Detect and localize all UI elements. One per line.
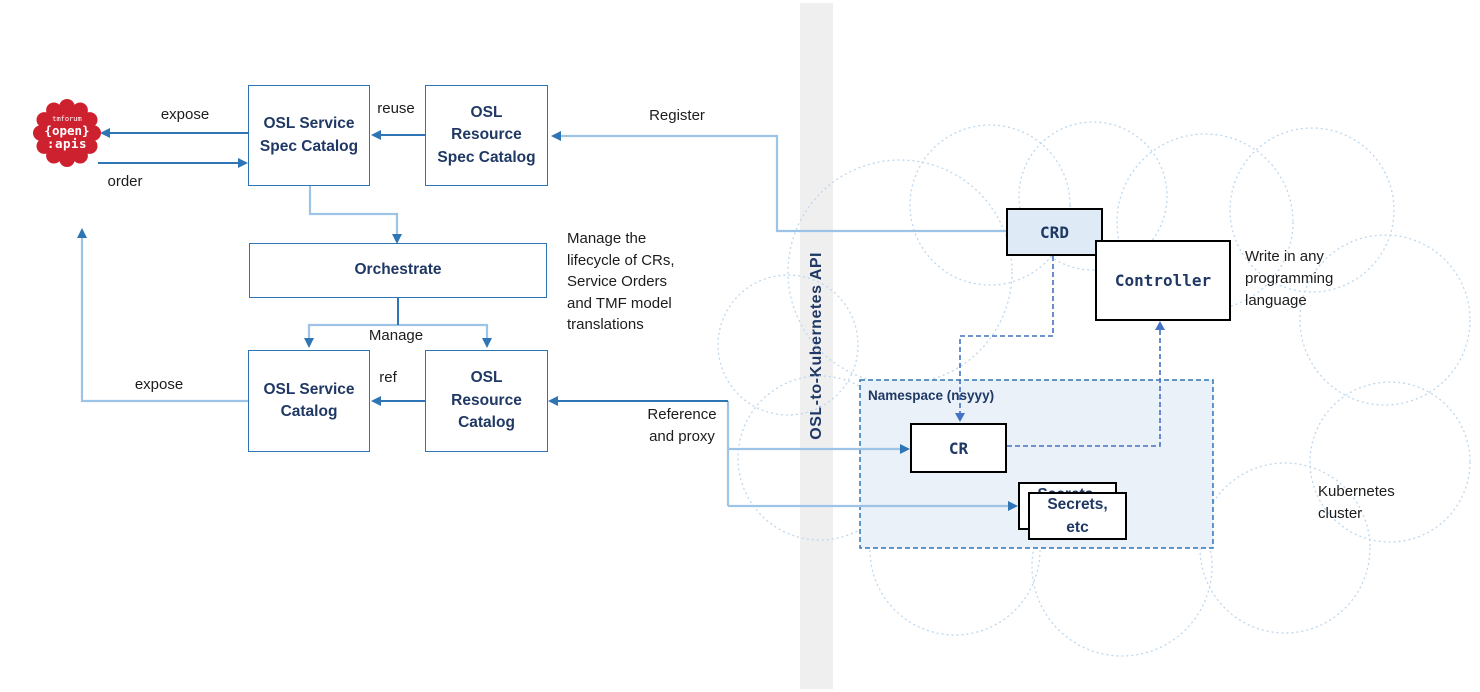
cr-box: CR xyxy=(910,423,1007,473)
dashed-connectors xyxy=(959,256,1161,447)
edge-label-order: order xyxy=(107,173,143,190)
dashed-arrowheads xyxy=(955,321,1165,422)
edge-label-expose-top: expose xyxy=(160,106,210,123)
namespace-label: Namespace (nsyyy) xyxy=(868,388,995,403)
controller-box: Controller xyxy=(1095,240,1231,321)
edge-label-reference-proxy: Reference and proxy xyxy=(647,406,717,445)
edge-label-reuse: reuse xyxy=(377,100,415,117)
edge-label-expose-bottom: expose xyxy=(134,376,184,393)
annotation-kubernetes-cluster: Kubernetes cluster xyxy=(1318,483,1395,522)
badge-line-open: {open} xyxy=(44,122,90,138)
osl-service-spec-catalog-box: OSL Service Spec Catalog xyxy=(248,85,370,186)
annotation-write-any-language: Write in any programming language xyxy=(1245,248,1334,309)
dark-connectors xyxy=(98,132,728,402)
light-connectors xyxy=(80,134,1009,508)
osl-resource-catalog-box: OSL Resource Catalog xyxy=(425,350,548,452)
orchestrate-box: Orchestrate xyxy=(249,243,547,298)
secrets-box-front: Secrets, etc xyxy=(1028,492,1127,540)
osl-resource-spec-catalog-box: OSL Resource Spec Catalog xyxy=(425,85,548,186)
annotation-lifecycle: Manage the lifecycle of CRs, Service Ord… xyxy=(567,230,675,333)
tmforum-openapis-badge xyxy=(33,99,101,167)
edge-label-register: Register xyxy=(649,107,705,124)
badge-line-apis: :apis xyxy=(46,135,88,151)
badge-line-tmforum: tmforum xyxy=(52,115,82,124)
edge-label-ref: ref xyxy=(379,369,397,386)
osl-service-catalog-box: OSL Service Catalog xyxy=(248,350,370,452)
edge-label-manage: Manage xyxy=(368,327,424,344)
kubernetes-cloud-outline xyxy=(717,121,1471,657)
crd-box: CRD xyxy=(1006,208,1103,256)
tmforum-openapis-badge-text: tmforum {open} :apis xyxy=(33,99,101,167)
arrowheads xyxy=(77,128,1018,511)
